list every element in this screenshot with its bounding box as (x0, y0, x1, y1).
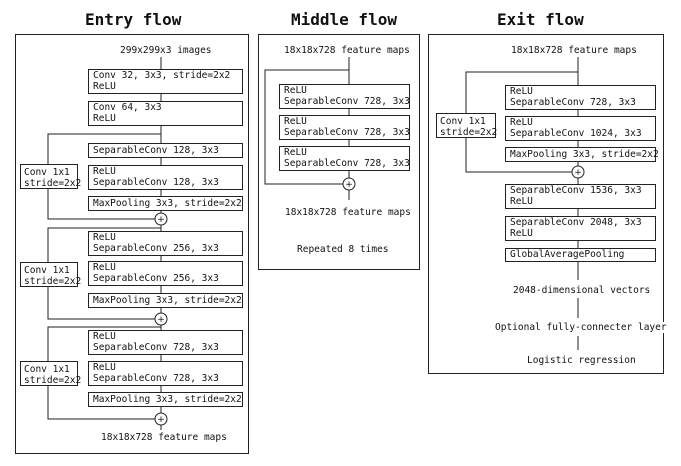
block-line: Conv 64, 3x3 (93, 102, 162, 113)
entry-skip-conv-1: Conv 1x1 stride=2x2 (20, 164, 82, 189)
add-symbol: + (157, 315, 165, 325)
exit-block-sepconv1536: SeparableConv 1536, 3x3 ReLU (505, 184, 656, 209)
exit-block-global-avg-pool: GlobalAveragePooling (505, 248, 656, 262)
add-symbol: + (574, 168, 582, 178)
entry-block-conv64: Conv 64, 3x3 ReLU (88, 101, 243, 126)
block-line: ReLU (93, 113, 116, 124)
exit-block-sepconv2048: SeparableConv 2048, 3x3 ReLU (505, 216, 656, 241)
entry-input-label: 299x299x3 images (120, 45, 212, 56)
block-line: SeparableConv 1024, 3x3 (510, 128, 642, 139)
block-line: ReLU (93, 362, 116, 373)
block-line: Conv 1x1 (24, 167, 70, 178)
middle-flow-title: Middle flow (291, 10, 397, 29)
block-line: SeparableConv 1536, 3x3 (510, 185, 642, 196)
middle-repeat-label: Repeated 8 times (297, 244, 389, 255)
block-line: Conv 1x1 (24, 364, 70, 375)
middle-block-2: ReLU SeparableConv 728, 3x3 (279, 115, 410, 140)
exit-vectors-label: 2048-dimensional vectors (511, 285, 653, 296)
middle-input-label: 18x18x728 feature maps (284, 45, 410, 56)
block-line: ReLU (510, 196, 533, 207)
entry-block-sepconv256-a: ReLU SeparableConv 256, 3x3 (88, 231, 243, 256)
middle-block-1: ReLU SeparableConv 728, 3x3 (279, 84, 410, 109)
entry-block-sepconv128-b: ReLU SeparableConv 128, 3x3 (88, 165, 243, 190)
entry-block-sepconv256-b: ReLU SeparableConv 256, 3x3 (88, 261, 243, 286)
entry-skip-conv-2: Conv 1x1 stride=2x2 (20, 262, 82, 287)
block-line: ReLU (93, 232, 116, 243)
exit-regression-label: Logistic regression (527, 355, 636, 366)
add-nodes (154, 165, 585, 426)
entry-block-sepconv728-a: ReLU SeparableConv 728, 3x3 (88, 330, 243, 355)
entry-block-maxpool-3: MaxPooling 3x3, stride=2x2 (88, 392, 243, 407)
block-line: SeparableConv 728, 3x3 (510, 97, 636, 108)
entry-flow-title: Entry flow (85, 10, 182, 29)
middle-block-3: ReLU SeparableConv 728, 3x3 (279, 146, 410, 171)
add-symbol: + (157, 415, 165, 425)
block-line: MaxPooling 3x3, stride=2x2 (93, 295, 242, 306)
exit-block-maxpool: MaxPooling 3x3, stride=2x2 (505, 147, 659, 162)
block-line: stride=2x2 (24, 375, 82, 386)
block-line: ReLU (284, 116, 307, 127)
block-line: ReLU (93, 262, 116, 273)
block-line: MaxPooling 3x3, stride=2x2 (93, 394, 242, 405)
block-line: SeparableConv 728, 3x3 (93, 373, 219, 384)
block-line: SeparableConv 728, 3x3 (93, 342, 219, 353)
entry-output-label: 18x18x728 feature maps (101, 432, 227, 443)
block-line: ReLU (510, 117, 533, 128)
block-line: stride=2x2 (24, 276, 82, 287)
block-line: SeparableConv 728, 3x3 (284, 158, 410, 169)
exit-skip-conv: Conv 1x1 stride=2x2 (436, 113, 498, 138)
exit-block-sepconv728: ReLU SeparableConv 728, 3x3 (505, 85, 656, 110)
block-line: ReLU (93, 331, 116, 342)
block-line: SeparableConv 256, 3x3 (93, 273, 219, 284)
exit-fc-label: Optional fully-connecter layer (493, 322, 669, 333)
block-line: stride=2x2 (24, 178, 82, 189)
add-symbol: + (345, 180, 353, 190)
block-line: SeparableConv 728, 3x3 (284, 96, 410, 107)
entry-skip-conv-3: Conv 1x1 stride=2x2 (20, 361, 82, 386)
block-line: ReLU (510, 86, 533, 97)
exit-block-sepconv1024: ReLU SeparableConv 1024, 3x3 (505, 116, 656, 141)
block-line: Conv 1x1 (24, 265, 70, 276)
block-line: MaxPooling 3x3, stride=2x2 (510, 149, 659, 160)
entry-block-sepconv128-a: SeparableConv 128, 3x3 (88, 143, 243, 158)
block-line: MaxPooling 3x3, stride=2x2 (93, 198, 242, 209)
block-line: ReLU (284, 147, 307, 158)
entry-block-sepconv728-b: ReLU SeparableConv 728, 3x3 (88, 361, 243, 386)
entry-block-conv32: Conv 32, 3x3, stride=2x2 ReLU (88, 69, 243, 94)
block-line: ReLU (93, 81, 116, 92)
block-line: ReLU (93, 166, 116, 177)
entry-block-maxpool-2: MaxPooling 3x3, stride=2x2 (88, 293, 243, 308)
block-line: Conv 32, 3x3, stride=2x2 (93, 70, 231, 81)
middle-output-label: 18x18x728 feature maps (285, 207, 411, 218)
block-line: ReLU (510, 228, 533, 239)
block-line: ReLU (284, 85, 307, 96)
block-line: stride=2x2 (440, 127, 498, 138)
block-line: SeparableConv 256, 3x3 (93, 243, 219, 254)
block-line: GlobalAveragePooling (510, 249, 625, 260)
block-line: SeparableConv 128, 3x3 (93, 177, 219, 188)
block-line: SeparableConv 728, 3x3 (284, 127, 410, 138)
add-symbol: + (157, 215, 165, 225)
entry-block-maxpool-1: MaxPooling 3x3, stride=2x2 (88, 196, 243, 211)
block-line: Conv 1x1 (440, 116, 486, 127)
block-line: SeparableConv 128, 3x3 (93, 145, 219, 156)
exit-flow-title: Exit flow (497, 10, 584, 29)
block-line: SeparableConv 2048, 3x3 (510, 217, 642, 228)
exit-input-label: 18x18x728 feature maps (511, 45, 637, 56)
